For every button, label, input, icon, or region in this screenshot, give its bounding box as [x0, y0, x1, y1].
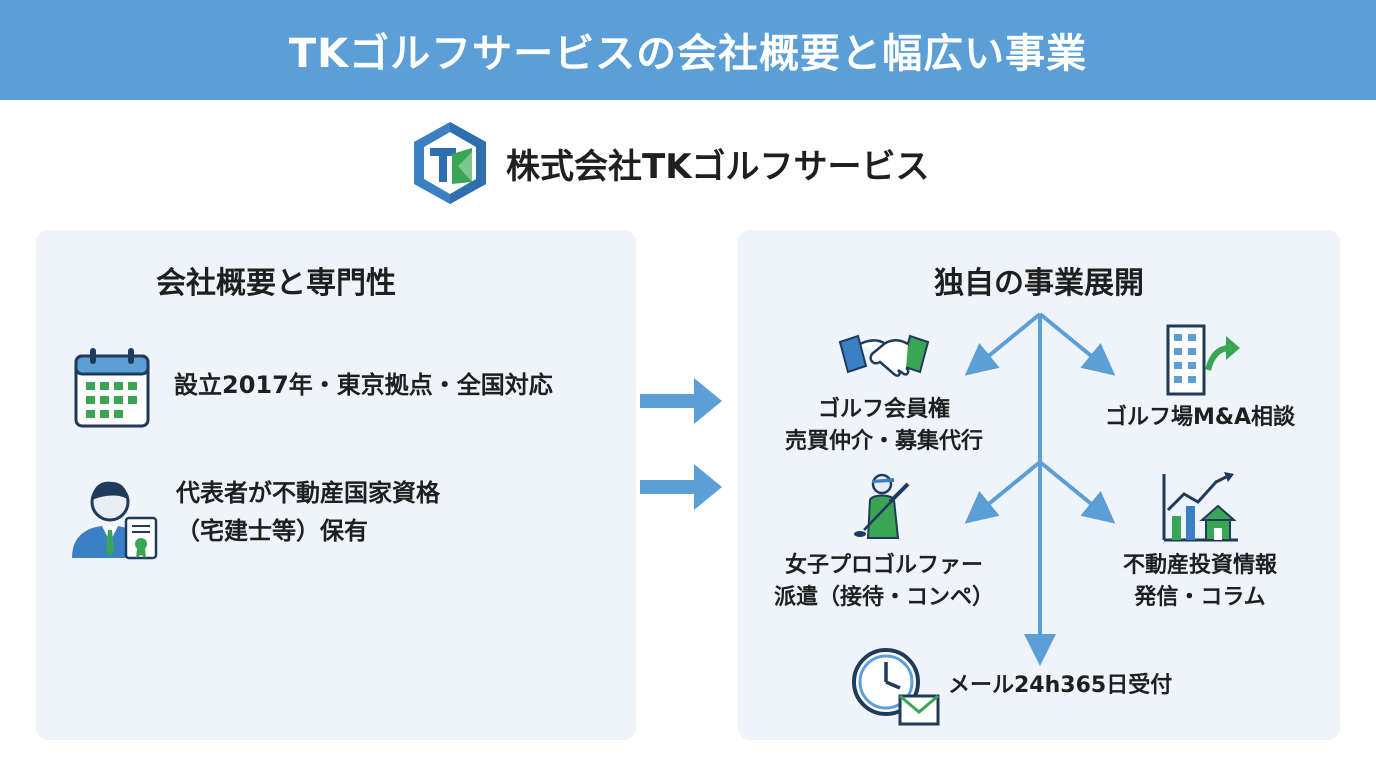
- business-heading: 独自の事業展開: [934, 266, 1144, 301]
- golfer-line-2: 派遣（接待・コンペ）: [773, 585, 994, 610]
- female-golfer-icon: [854, 473, 910, 539]
- golfer-line-1: 女子プロゴルファー: [784, 553, 983, 578]
- overview-item-founding: 設立2017年・東京拠点・全国対応: [72, 346, 553, 430]
- tk-logo-icon: [414, 122, 486, 204]
- overview-item-qualification: 代表者が不動産国家資格 （宅建士等）保有: [66, 470, 440, 566]
- connector-arrow-upper: [640, 378, 722, 424]
- company-name: 株式会社TKゴルフサービス: [506, 146, 930, 187]
- representative-certificate-icon: [72, 481, 158, 560]
- building-arrow-icon: [1166, 324, 1240, 396]
- handshake-icon: [838, 334, 930, 377]
- branch-arrow-ma: [1038, 312, 1116, 376]
- connector-arrows: [640, 378, 722, 510]
- qualification-line-1: 代表者が不動産国家資格: [176, 479, 440, 507]
- founding-text: 設立2017年・東京拠点・全国対応: [174, 366, 553, 404]
- qualification-text: 代表者が不動産国家資格 （宅建士等）保有: [176, 474, 440, 550]
- branch-arrow-handshake: [964, 312, 1042, 376]
- overview-heading: 会社概要と専門性: [156, 266, 396, 301]
- branch-arrow-realestate: [1038, 460, 1116, 524]
- node-email: メール24h365日受付: [850, 644, 1172, 728]
- branch-arrow-golfer: [964, 460, 1042, 524]
- calendar-icon: [74, 348, 150, 428]
- branch-arrows: [964, 312, 1116, 666]
- email-label: メール24h365日受付: [948, 673, 1173, 698]
- ma-line-1: ゴルフ場M&A相談: [1104, 405, 1296, 430]
- founding-line-1: 設立2017年・東京拠点・全国対応: [174, 371, 553, 399]
- title-banner: TKゴルフサービスの会社概要と幅広い事業: [0, 0, 1376, 100]
- qualification-line-2: （宅建士等）保有: [176, 517, 368, 545]
- page-title: TKゴルフサービスの会社概要と幅広い事業: [288, 31, 1088, 77]
- node-membership: ゴルフ会員権 売買仲介・募集代行: [764, 326, 1004, 458]
- chart-house-icon: [1162, 472, 1238, 542]
- node-golfer: 女子プロゴルファー 派遣（接待・コンペ）: [764, 470, 1004, 614]
- realestate-line-2: 発信・コラム: [1134, 585, 1266, 610]
- node-ma: ゴルフ場M&A相談: [1080, 322, 1320, 434]
- clock-mail-icon: [852, 648, 940, 726]
- node-realestate: 不動産投資情報 発信・コラム: [1080, 470, 1320, 614]
- company-overview-panel: 会社概要と専門性 設立2017年・東京拠点・全国対応: [36, 230, 636, 740]
- business-development-panel: 独自の事業展開 ゴルフ会員権: [738, 230, 1340, 740]
- membership-line-2: 売買仲介・募集代行: [784, 429, 983, 454]
- connector-arrow-lower: [640, 464, 722, 510]
- membership-line-1: ゴルフ会員権: [817, 397, 950, 422]
- realestate-line-1: 不動産投資情報: [1122, 553, 1277, 578]
- brand-header: 株式会社TKゴルフサービス: [410, 118, 930, 208]
